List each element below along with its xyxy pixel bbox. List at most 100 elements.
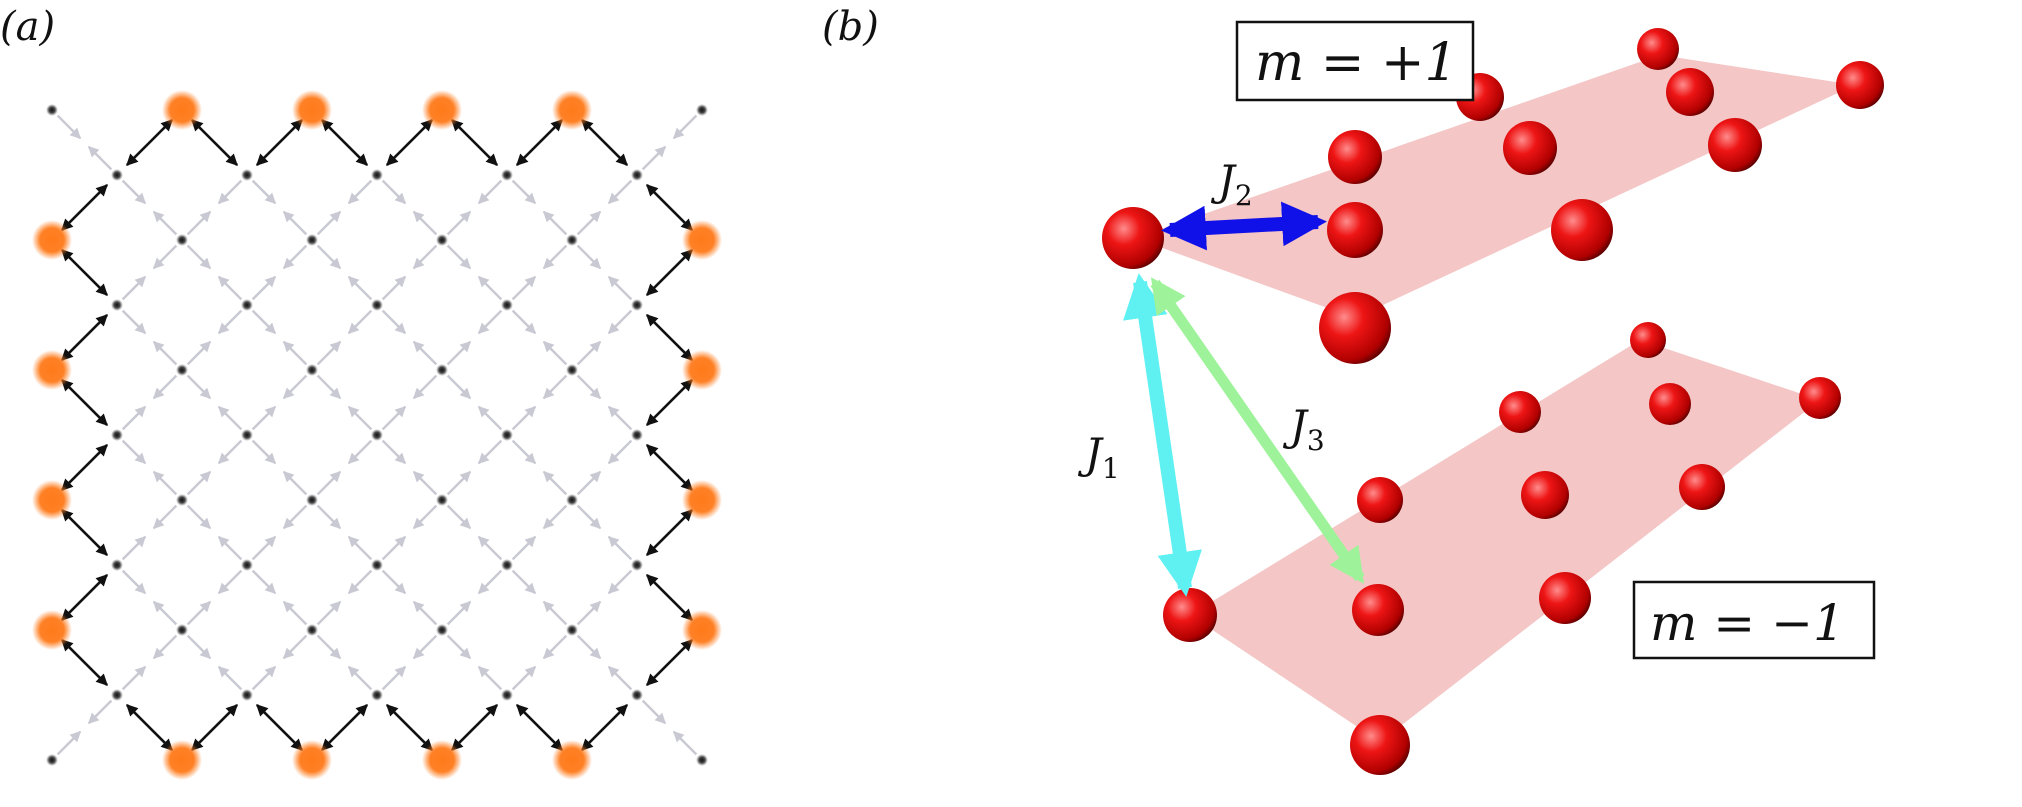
- edge-coupling-arrow: [645, 573, 694, 622]
- bulk-coupling-arrow: [347, 535, 373, 561]
- lattice-site: [371, 299, 383, 311]
- bulk-coupling-arrow: [446, 470, 472, 496]
- edge-coupling-arrow: [60, 313, 109, 362]
- lattice-site: [176, 624, 188, 636]
- lattice-site: [176, 494, 188, 506]
- bulk-coupling-arrow: [316, 634, 342, 660]
- edge-coupling-arrow: [580, 118, 629, 167]
- lower-layer-box: [1632, 580, 1876, 660]
- bulk-coupling-arrow: [477, 535, 503, 561]
- bulk-coupling-arrow: [381, 309, 407, 335]
- bulk-coupling-arrow: [412, 244, 438, 270]
- edge-coupling-arrow: [190, 118, 239, 167]
- bulk-coupling-arrow: [217, 569, 243, 595]
- bulk-coupling-arrow: [542, 634, 568, 660]
- lattice-site: [241, 169, 253, 181]
- lattice-site: [566, 364, 578, 376]
- edge-coupling-arrow: [60, 573, 109, 622]
- bulk-coupling-arrow: [542, 244, 568, 270]
- bulk-coupling-arrow: [251, 275, 277, 301]
- lattice-site: [111, 429, 123, 441]
- edge-coupling-arrow: [385, 703, 434, 752]
- edge-coupling-arrow: [645, 378, 694, 427]
- bulk-coupling-arrow: [251, 535, 277, 561]
- bulk-coupling-arrow: [607, 179, 633, 205]
- bulk-coupling-arrow: [412, 340, 438, 366]
- bulk-coupling-arrow: [152, 504, 178, 530]
- orange-edge-node: [682, 220, 722, 260]
- atom-sphere: [1539, 572, 1591, 624]
- bulk-coupling-arrow: [347, 275, 373, 301]
- lattice-site: [436, 494, 448, 506]
- bulk-coupling-arrow: [542, 470, 568, 496]
- lattice-site: [306, 364, 318, 376]
- bulk-coupling-arrow: [511, 535, 537, 561]
- atom-sphere: [1328, 130, 1382, 184]
- j2-label: J2: [1210, 156, 1253, 212]
- edge-coupling-arrow: [125, 703, 174, 752]
- atom-sphere: [1319, 292, 1391, 364]
- lattice-site: [436, 624, 448, 636]
- bulk-coupling-arrow: [316, 374, 342, 400]
- bulk-coupling-arrow: [121, 309, 147, 335]
- bulk-coupling-arrow: [186, 634, 212, 660]
- atom-sphere: [1503, 121, 1557, 175]
- j2-coupling-arrow: [1161, 201, 1327, 251]
- lattice-site: [371, 689, 383, 701]
- bulk-coupling-arrow: [316, 600, 342, 626]
- j3-coupling-arrow: [1150, 277, 1365, 584]
- bulk-coupling-arrow: [511, 405, 537, 431]
- bulk-coupling-arrow: [446, 600, 472, 626]
- orange-edge-node: [32, 480, 72, 520]
- upper-layer-box: [1235, 20, 1475, 102]
- lattice-site: [306, 494, 318, 506]
- bulk-coupling-arrow: [217, 405, 243, 431]
- bulk-coupling-arrow: [607, 569, 633, 595]
- lattice-site: [306, 234, 318, 246]
- atom-sphere: [1499, 391, 1541, 433]
- bulk-coupling-arrow: [672, 114, 698, 140]
- edge-coupling-arrow: [645, 183, 694, 232]
- bulk-coupling-arrow: [542, 340, 568, 366]
- edge-coupling-arrow: [515, 703, 564, 752]
- edge-coupling-arrow: [385, 118, 434, 167]
- lattice-site: [241, 689, 253, 701]
- bulk-coupling-arrow: [412, 504, 438, 530]
- bulk-coupling-arrow: [446, 634, 472, 660]
- panel-b-layers: J2 J1 J3 m = +1 m = −1: [1077, 20, 1884, 775]
- edge-coupling-arrow: [255, 703, 304, 752]
- bulk-coupling-arrow: [576, 340, 602, 366]
- bulk-coupling-arrow: [152, 210, 178, 236]
- lattice-site: [241, 429, 253, 441]
- bulk-coupling-arrow: [511, 275, 537, 301]
- orange-edge-node: [682, 480, 722, 520]
- bulk-coupling-arrow: [282, 600, 308, 626]
- lattice-site: [501, 299, 513, 311]
- orange-edge-node: [422, 90, 462, 130]
- orange-edge-node: [292, 740, 332, 780]
- orange-edge-node: [422, 740, 462, 780]
- lattice-site: [436, 364, 448, 376]
- bulk-coupling-arrow: [641, 145, 667, 171]
- bulk-coupling-arrow: [477, 309, 503, 335]
- bulk-coupling-arrow: [186, 244, 212, 270]
- lattice-site: [631, 689, 643, 701]
- orange-edge-node: [682, 350, 722, 390]
- bulk-coupling-arrow: [152, 634, 178, 660]
- edge-coupling-arrow: [255, 118, 304, 167]
- bulk-coupling-arrow: [186, 340, 212, 366]
- upper-layer-label: m = +1: [1255, 33, 1458, 93]
- orange-edge-node: [682, 610, 722, 650]
- bulk-coupling-arrow: [217, 309, 243, 335]
- bulk-coupling-arrow: [316, 244, 342, 270]
- bulk-coupling-arrow: [316, 504, 342, 530]
- edge-coupling-arrow: [60, 508, 109, 557]
- bulk-coupling-arrow: [282, 340, 308, 366]
- lattice-site: [696, 754, 708, 766]
- bulk-coupling-arrow: [152, 340, 178, 366]
- bulk-coupling-arrow: [477, 439, 503, 465]
- lattice-site: [176, 234, 188, 246]
- bulk-coupling-arrow: [542, 600, 568, 626]
